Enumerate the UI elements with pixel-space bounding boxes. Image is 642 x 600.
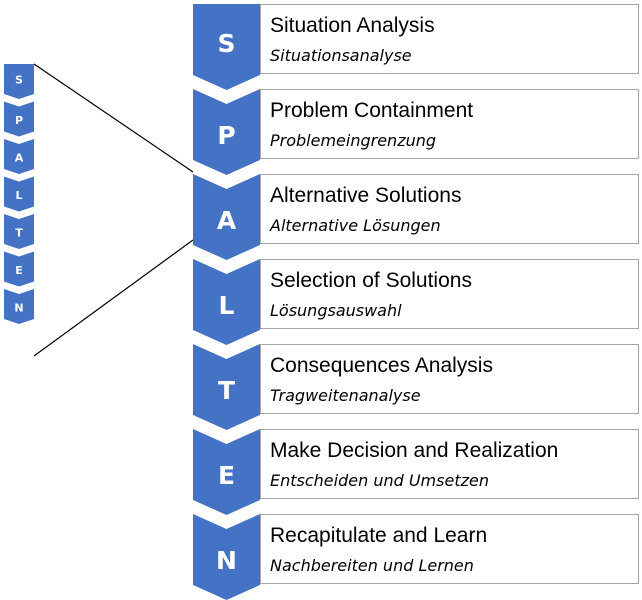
spalten-chevron-column: S P A L T E N xyxy=(193,4,260,600)
chevron-letter: S xyxy=(217,29,235,58)
chevron-l xyxy=(193,259,260,345)
step-title: Recapitulate and Learn xyxy=(270,524,488,547)
mini-chevron-n xyxy=(4,289,34,324)
step-subtitle: Problemeingrenzung xyxy=(270,131,437,150)
mini-chevron-letter: L xyxy=(15,189,22,202)
mini-chevron-a xyxy=(4,139,34,174)
mini-spalten-column: S P A L T E N xyxy=(4,64,34,324)
chevron-n xyxy=(193,514,260,600)
mini-chevron-letter: S xyxy=(15,74,23,87)
mini-chevron-letter: N xyxy=(14,302,23,315)
step-title: Alternative Solutions xyxy=(270,184,462,207)
chevron-p xyxy=(193,89,260,175)
connector-line-bottom xyxy=(33,239,194,357)
step-subtitle: Alternative Lösungen xyxy=(270,216,441,235)
mini-chevron-letter: E xyxy=(15,264,23,277)
step-title: Selection of Solutions xyxy=(270,269,472,292)
step-subtitle: Entscheiden und Umsetzen xyxy=(270,471,489,490)
chevron-letter: T xyxy=(218,376,235,405)
chevron-s xyxy=(193,4,260,90)
chevron-e xyxy=(193,429,260,515)
chevron-letter: L xyxy=(219,291,235,320)
chevron-letter: E xyxy=(218,461,235,490)
mini-chevron-p xyxy=(4,101,34,137)
step-subtitle: Tragweitenanalyse xyxy=(270,386,421,405)
chevron-letter: P xyxy=(217,121,235,150)
mini-chevron-e xyxy=(4,251,34,287)
step-title: Make Decision and Realization xyxy=(270,439,559,462)
mini-chevron-l xyxy=(4,176,34,212)
chevron-a xyxy=(193,174,260,260)
chevron-t xyxy=(193,344,260,430)
mini-chevron-s xyxy=(4,64,34,99)
mini-chevron-letter: A xyxy=(15,152,24,165)
chevron-letter: N xyxy=(216,546,237,575)
mini-chevron-letter: P xyxy=(15,114,23,127)
connector-line-top xyxy=(33,63,194,173)
step-title: Situation Analysis xyxy=(270,14,435,37)
mini-chevron-t xyxy=(4,214,34,249)
step-title: Problem Containment xyxy=(270,99,474,122)
step-subtitle: Nachbereiten und Lernen xyxy=(270,556,474,575)
step-subtitle: Situationsanalyse xyxy=(270,46,412,65)
mini-chevron-letter: T xyxy=(15,227,23,240)
step-title: Consequences Analysis xyxy=(270,354,493,377)
chevron-letter: A xyxy=(217,206,237,235)
step-subtitle: Lösungsauswahl xyxy=(270,301,402,320)
zoom-connector-lines xyxy=(33,63,194,357)
